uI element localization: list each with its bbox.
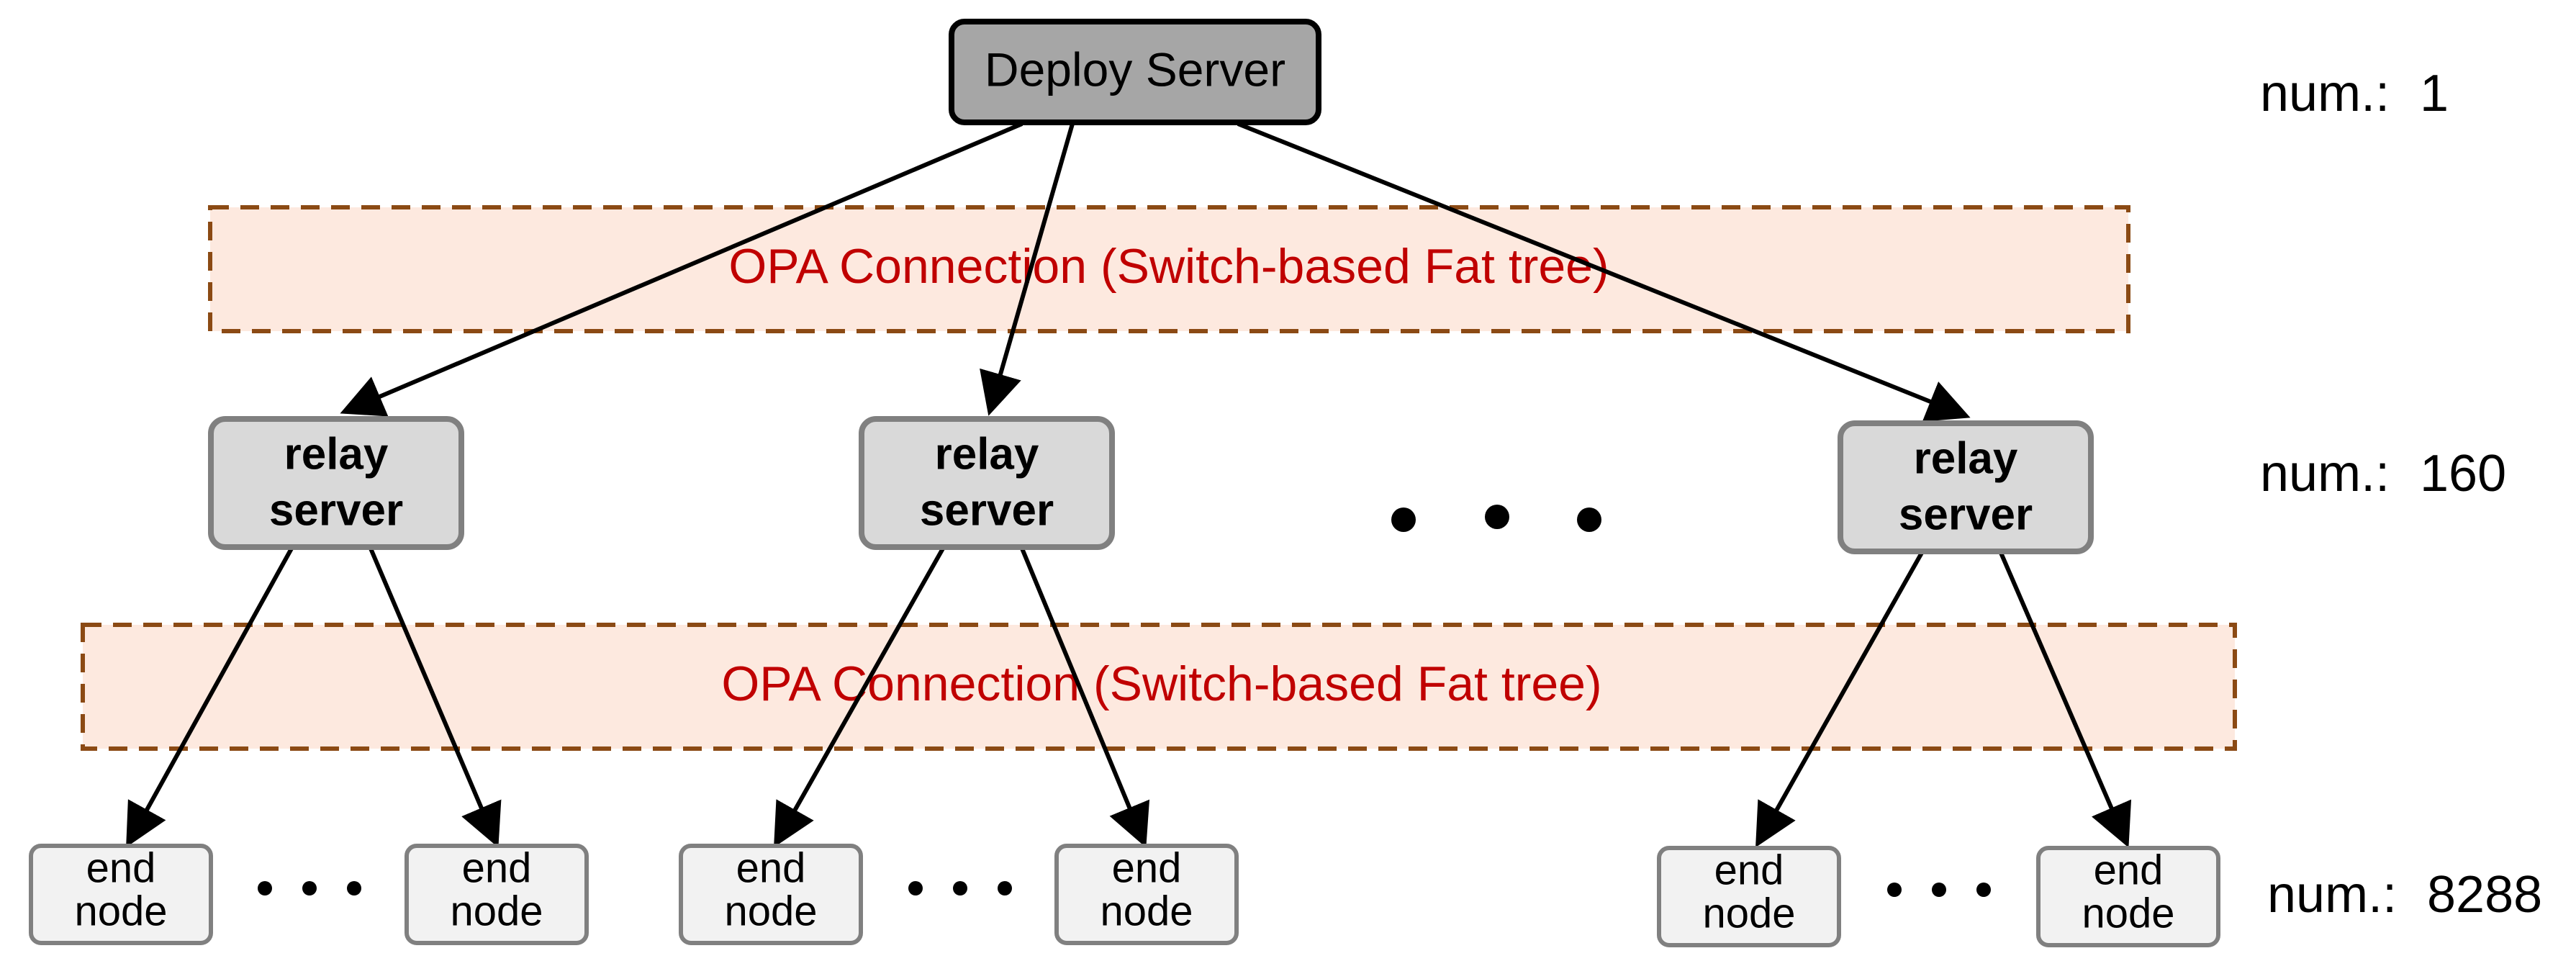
count-label: num.: — [2260, 65, 2390, 122]
relay-ellipsis-dots — [1391, 505, 1601, 532]
relay-label-line1: relay — [935, 429, 1039, 479]
end-node: end node — [2036, 846, 2220, 947]
end-label-line2: node — [450, 888, 543, 934]
connection-band-bottom: OPA Connection (Switch-based Fat tree) — [81, 623, 2237, 751]
relay-label-line2: server — [1899, 489, 2033, 539]
end-label-line1: end — [86, 844, 156, 891]
relay-label-line2: server — [920, 485, 1054, 535]
arrows-deploy-to-relay — [340, 122, 1971, 422]
end-node: end node — [29, 844, 213, 945]
arrow — [126, 547, 294, 848]
arrow — [1999, 551, 2132, 848]
count-row: num.: 160 — [2260, 445, 2506, 502]
end-label-line2: node — [1100, 888, 1193, 934]
end-label-line2: node — [74, 888, 167, 934]
end-label-line1: end — [1714, 847, 1784, 893]
end-node: end node — [1054, 844, 1239, 945]
end-ellipsis-dots — [258, 881, 1991, 897]
relay-server-node: relay server — [1838, 420, 2094, 554]
count-value: 160 — [2420, 445, 2506, 502]
arrow — [980, 123, 1075, 416]
deploy-server-node: Deploy Server — [949, 19, 1321, 125]
relay-label-line2: server — [269, 485, 403, 535]
end-node: end node — [405, 844, 589, 945]
relay-server-node: relay server — [208, 416, 464, 550]
relay-label-line1: relay — [1914, 433, 2018, 483]
arrows-relay-to-end — [126, 547, 2132, 848]
arrow — [1237, 122, 1971, 422]
end-label-line1: end — [736, 844, 806, 891]
count-row: num.: 1 — [2260, 65, 2449, 122]
arrow — [774, 547, 945, 848]
arrow — [369, 547, 502, 848]
connection-band-top: OPA Connection (Switch-based Fat tree) — [208, 205, 2130, 333]
deploy-server-label: Deploy Server — [985, 42, 1285, 96]
count-value: 8288 — [2427, 866, 2542, 924]
end-label-line1: end — [1112, 844, 1182, 891]
relay-label-line1: relay — [284, 429, 389, 479]
end-node: end node — [1657, 846, 1841, 947]
end-label-line2: node — [1702, 890, 1795, 937]
end-label-line2: node — [724, 888, 817, 934]
end-label-line1: end — [2094, 847, 2164, 893]
arrow — [1755, 551, 1924, 848]
end-label-line2: node — [2082, 890, 2174, 937]
connection-label-top: OPA Connection (Switch-based Fat tree) — [728, 239, 1609, 294]
count-value: 1 — [2420, 65, 2449, 122]
count-label: num.: — [2260, 445, 2390, 502]
count-label: num.: — [2267, 866, 2397, 924]
end-node: end node — [679, 844, 863, 945]
arrow — [340, 122, 1023, 417]
end-label-line1: end — [462, 844, 532, 891]
arrow — [1020, 547, 1150, 848]
count-row: num.: 8288 — [2267, 866, 2542, 924]
relay-server-node: relay server — [859, 416, 1115, 550]
